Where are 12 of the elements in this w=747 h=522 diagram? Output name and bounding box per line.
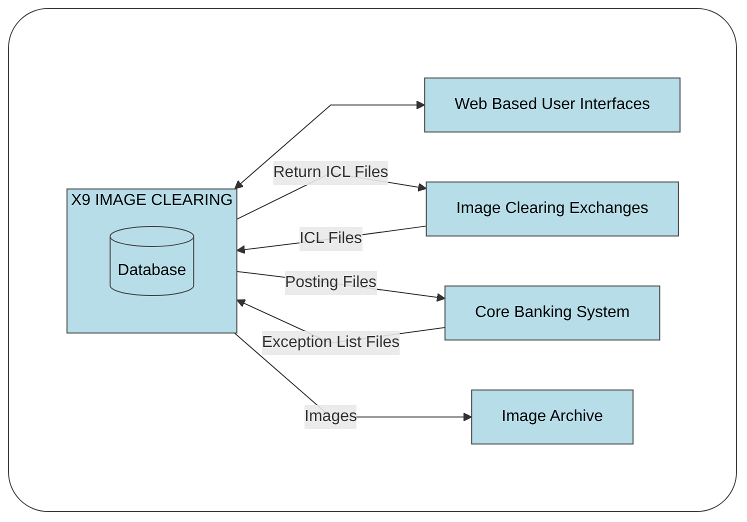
node-box: Web Based User Interfaces xyxy=(424,78,681,132)
node-box: Image Clearing Exchanges xyxy=(426,182,679,236)
edge-label: ICL Files xyxy=(299,230,362,247)
arrow xyxy=(236,226,427,254)
edge-label: Posting Files xyxy=(284,274,377,291)
edge-label: Images xyxy=(304,408,357,425)
edge-label: Return ICL Files xyxy=(273,164,388,181)
node-box: Image Archive xyxy=(471,390,634,444)
node-box: Core Banking System xyxy=(444,286,660,340)
arrow xyxy=(234,100,426,190)
edge-label: Exception List Files xyxy=(262,334,400,351)
arrow xyxy=(236,270,446,302)
